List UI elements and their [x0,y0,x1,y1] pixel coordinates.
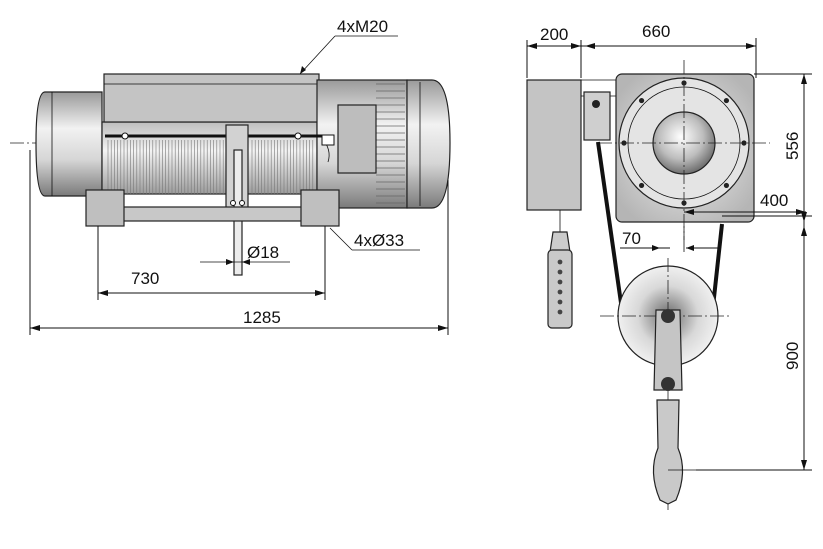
overall-length-dim: 1285 [243,308,281,327]
pendant-width-dim: 200 [540,25,568,44]
bracket [583,91,611,141]
rope-diameter-label: Ø18 [247,243,279,262]
foot-spacing-dim: 730 [131,269,159,288]
rope-left [596,141,624,311]
pendant-buttons [557,259,563,315]
brake-end-cap [35,91,103,197]
terminal-box [337,104,377,174]
end-view: 200 660 556 400 70 900 [526,22,812,510]
pendant-control [547,249,573,329]
crane-hook [652,399,684,505]
fan-cover [406,79,451,209]
rope-offset-dim: 400 [760,191,788,210]
rope-gap-dim: 70 [622,229,641,248]
body-height-dim: 556 [783,132,802,160]
top-cover [103,73,320,123]
bolt-label: 4xM20 [337,17,388,36]
foot-right [300,189,340,227]
rope-drum [101,121,318,195]
foot-left [85,189,125,227]
drum-grooves [107,140,314,194]
hook-strap [653,309,683,391]
side-view: 4xM20 Ø18 4xØ33 730 1285 [10,17,451,335]
motor-fins [376,83,405,204]
base-frame [119,206,306,222]
foot-hole-label: 4xØ33 [354,231,404,250]
control-box [526,79,582,211]
hook-drop-dim: 900 [783,342,802,370]
body-width-dim: 660 [642,22,670,41]
